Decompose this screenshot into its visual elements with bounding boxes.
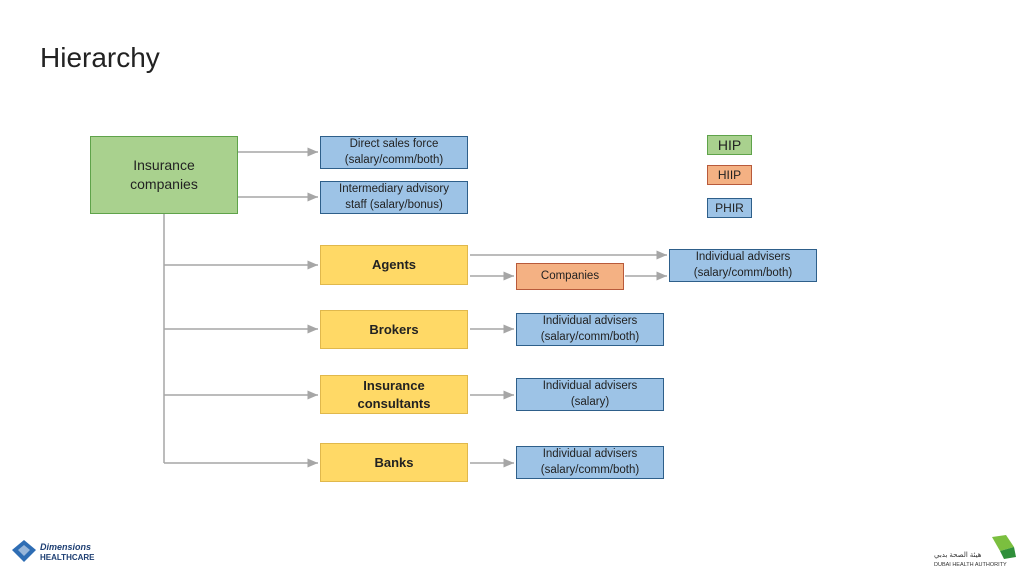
legend-hiip: HIIP [707, 165, 752, 185]
dimensions-logo-icon [12, 540, 36, 562]
dimensions-healthcare-logo: Dimensions HEALTHCARE [12, 540, 95, 562]
dubai-health-authority-logo: هيئة الصحة بدبي DUBAI HEALTH AUTHORITY [934, 535, 1016, 568]
legend-hip: HIP [707, 135, 752, 155]
node-banks: Banks [320, 443, 468, 482]
dha-logo-icon [992, 535, 1016, 559]
dha-logo-arabic: هيئة الصحة بدبي [934, 552, 982, 559]
dha-logo-english: DUBAI HEALTH AUTHORITY [934, 562, 1007, 568]
node-banks-individual-advisers: Individual advisers (salary/comm/both) [516, 446, 664, 479]
node-intermediary-advisory-staff: Intermediary advisory staff (salary/bonu… [320, 181, 468, 214]
page-title: Hierarchy [40, 42, 160, 73]
node-direct-sales-force: Direct sales force (salary/comm/both) [320, 136, 468, 169]
node-agents-individual-advisers: Individual advisers (salary/comm/both) [669, 249, 817, 282]
node-brokers-individual-advisers: Individual advisers (salary/comm/both) [516, 313, 664, 346]
node-agents: Agents [320, 245, 468, 285]
dimensions-logo-line1: Dimensions [40, 542, 91, 552]
node-brokers: Brokers [320, 310, 468, 349]
legend-phir: PHIR [707, 198, 752, 218]
node-insurance-consultants: Insurance consultants [320, 375, 468, 414]
node-insurance-companies: Insurance companies [90, 136, 238, 214]
node-consultants-individual-advisers: Individual advisers (salary) [516, 378, 664, 411]
node-companies: Companies [516, 263, 624, 290]
dimensions-logo-line2: HEALTHCARE [40, 553, 95, 562]
